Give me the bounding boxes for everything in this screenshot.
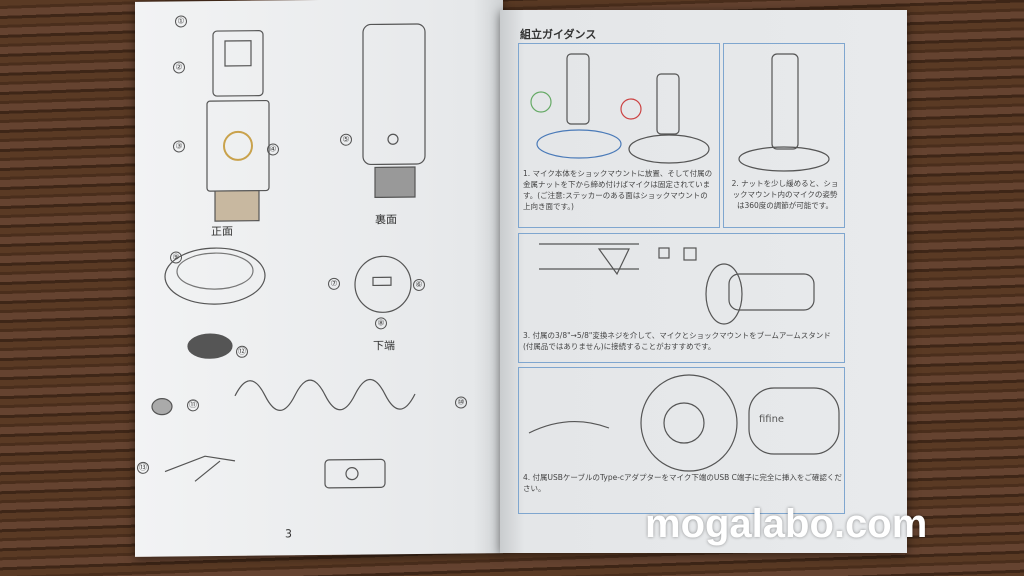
- label-bottom: 下端: [373, 339, 395, 353]
- step-2-text: 2. ナットを少し緩めると、ショックマウント内のマイクの姿勢は360度の調節が可…: [731, 179, 839, 210]
- brand-logo: fifine: [759, 414, 785, 425]
- callout-3: ③: [173, 140, 185, 153]
- callout-11: ⑪: [187, 399, 199, 412]
- callout-2: ②: [173, 61, 185, 74]
- callout-7: ⑦: [328, 277, 340, 290]
- page-number: 3: [285, 527, 292, 541]
- callout-4: ④: [267, 143, 279, 156]
- step-1-panel: 1. マイク本体をショックマウントに放置、そして付属の金属ナットを下から締め付け…: [518, 43, 720, 228]
- watermark: mogalabo.com: [645, 502, 928, 546]
- right-page: 組立ガイダンス 1. マイク本体をショックマウントに放置、そして付属の金属ナット…: [500, 10, 907, 553]
- callout-6: ⑥: [413, 278, 425, 292]
- step-2-panel: 2. ナットを少し緩めると、ショックマウント内のマイクの姿勢は360度の調節が可…: [723, 43, 845, 228]
- callout-12: ⑫: [236, 345, 248, 358]
- callout-8: ⑧: [375, 317, 387, 330]
- section-title: 組立ガイダンス: [520, 28, 597, 41]
- callout-5: ⑤: [340, 133, 352, 146]
- step-4-text: 4. 付属USBケーブルのType-cアダプターをマイク下端のUSB C端子に完…: [523, 473, 842, 493]
- label-back: 裏面: [375, 213, 397, 227]
- step-4-panel: fifine 4. 付属USBケーブルのType-cアダプターをマイク下端のUS…: [518, 367, 845, 514]
- step-1-text: 1. マイク本体をショックマウントに放置、そして付属の金属ナットを下から締め付け…: [523, 169, 713, 211]
- component-illustrations: [151, 23, 426, 489]
- step-3-panel: 3. 付属の3/8"→5/8"変換ネジを介して、マイクとショックマウントをブーム…: [518, 233, 845, 363]
- callout-9: ⑨: [170, 251, 182, 264]
- label-front: 正面: [211, 224, 233, 239]
- callout-1: ①: [175, 15, 187, 28]
- callout-13: ⑬: [137, 461, 149, 474]
- left-page: ① ② ③ ④ ⑤ ⑥ ⑦ ⑧ ⑨ ⑩ ⑪ ⑫ ⑬ 正面 裏面 下端 3: [135, 0, 503, 557]
- callout-10: ⑩: [455, 396, 467, 409]
- step-3-text: 3. 付属の3/8"→5/8"変換ネジを介して、マイクとショックマウントをブーム…: [523, 331, 831, 351]
